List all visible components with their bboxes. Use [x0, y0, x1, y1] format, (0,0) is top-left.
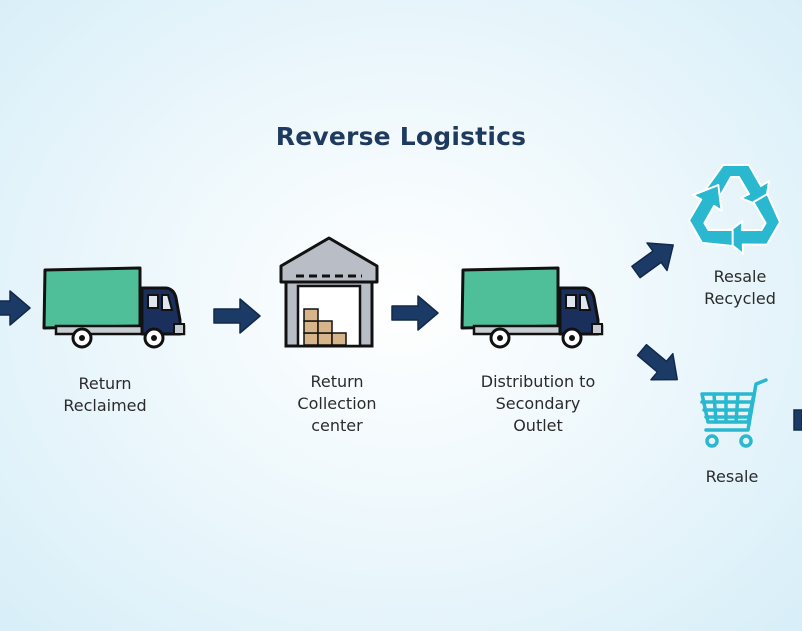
step-label-collection: Return Collection center — [272, 371, 402, 437]
step-label-reclaimed: Return Reclaimed — [40, 373, 170, 417]
truck-icon — [460, 266, 604, 349]
step-label-line: center — [311, 416, 363, 435]
step-label-distribution: Distribution to Secondary Outlet — [456, 371, 620, 437]
step-label-line: Recycled — [704, 289, 776, 308]
step-label-line: Return — [78, 374, 132, 393]
flow-arrow — [213, 298, 261, 334]
diagram-title: Reverse Logistics — [275, 122, 527, 151]
step-label-line: Secondary — [495, 394, 581, 413]
step-label-line: Reclaimed — [63, 396, 147, 415]
step-label-line: Distribution to — [480, 372, 596, 391]
step-label-recycled: Resale Recycled — [680, 266, 800, 310]
flow-arrow-down — [630, 336, 689, 394]
shopping-cart-icon — [700, 378, 768, 448]
step-label-line: Outlet — [513, 416, 563, 435]
truck-icon — [42, 266, 186, 349]
step-label-line: Collection — [297, 394, 377, 413]
flow-arrow-up — [625, 230, 684, 287]
entry-arrow — [0, 290, 31, 326]
recycle-icon — [678, 164, 790, 263]
warehouse-icon — [279, 236, 379, 348]
flow-arrow — [391, 295, 439, 331]
exit-arrow — [793, 409, 802, 431]
step-label-line: Return — [310, 372, 364, 391]
step-label-resale: Resale — [672, 466, 792, 488]
step-label-line: Resale — [705, 467, 759, 486]
step-label-line: Resale — [713, 267, 767, 286]
